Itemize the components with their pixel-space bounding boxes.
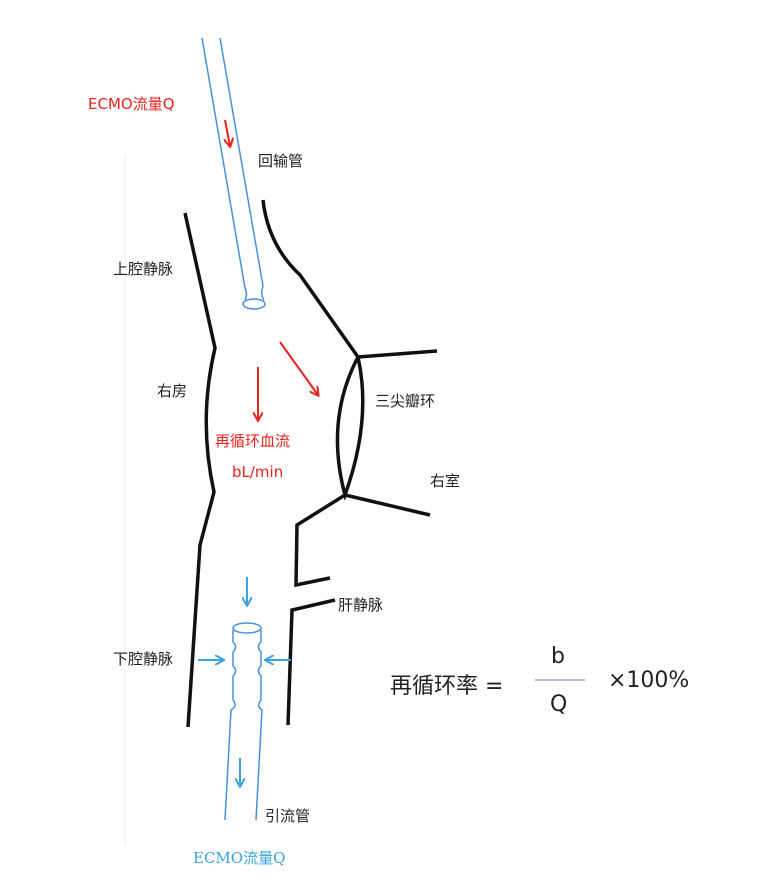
recirculation-flow-label: 再循环血流	[215, 432, 291, 450]
ventricle-upper-wall	[357, 349, 438, 359]
ivc-label: 下腔静脉	[113, 650, 174, 668]
ventricle-lower-wall	[344, 493, 431, 517]
right-atrium-label: 右房	[157, 382, 188, 400]
ecmo-flow-label-bottom: ECMO流量Q	[193, 849, 286, 867]
formula-numerator: b	[551, 644, 565, 669]
atrium-right-wall	[261, 199, 360, 359]
return-cannula	[201, 37, 266, 310]
svc-label: 上腔静脉	[113, 260, 174, 278]
formula-denominator: Q	[550, 692, 568, 717]
drainage-cannula	[224, 622, 263, 821]
formula-multiplier: ×100%	[608, 668, 690, 693]
recirculation-value-label: bL/min	[232, 463, 284, 481]
ecmo-flow-label-top: ECMO流量Q	[88, 95, 175, 113]
drainage-cannula-label: 引流管	[265, 807, 311, 825]
svc-ivc-left-wall	[183, 212, 217, 728]
hepatic-upper-wall	[294, 493, 346, 588]
return-cannula-label: 回输管	[258, 152, 304, 170]
formula-lhs: 再循环率 =	[390, 674, 504, 699]
tricuspid-annulus	[335, 356, 365, 501]
ivc-right-wall	[286, 598, 336, 726]
tricuspid-label: 三尖瓣环	[375, 392, 436, 410]
right-ventricle-label: 右室	[430, 472, 461, 490]
hepatic-vein-label: 肝静脉	[338, 596, 384, 614]
flow-to-ventricle-arrow	[279, 341, 318, 395]
ecmo-inflow-arrow	[225, 119, 230, 146]
